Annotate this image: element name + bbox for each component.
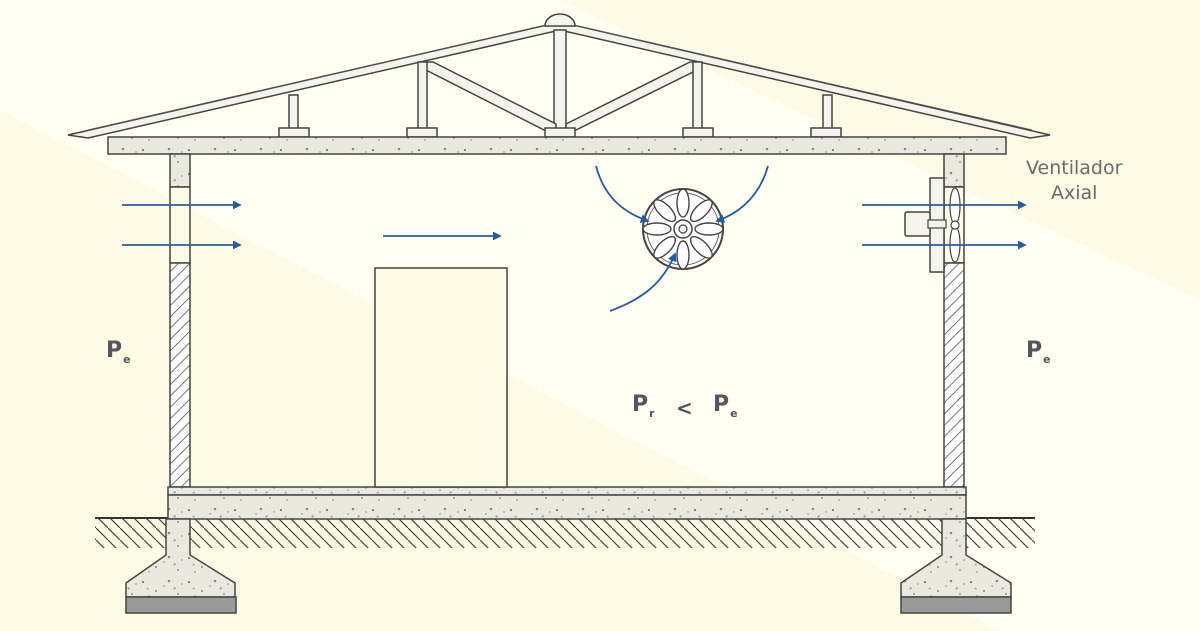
pressure-external-center: Pe <box>713 392 738 420</box>
pressure-room: Pr <box>632 392 655 420</box>
pressure-subscript: e <box>123 353 131 366</box>
less-than-sign: < <box>676 396 693 420</box>
left-wall <box>169 153 191 488</box>
pressure-letter: P <box>1026 338 1043 363</box>
ground <box>95 517 1035 548</box>
fan-intake-arrow-bottom <box>609 252 677 312</box>
fan-intake-arrow-left <box>595 165 650 223</box>
ceiling-fan-icon <box>642 188 724 270</box>
ceiling-slab <box>107 136 1007 155</box>
pressure-external-right: Pe <box>1026 338 1051 366</box>
pressure-letter: P <box>632 392 649 417</box>
axial-fan-label: Ventilador Axial <box>1026 156 1122 206</box>
airflow-arrows <box>122 165 1027 312</box>
pressure-subscript: r <box>649 407 655 420</box>
pressure-letter: P <box>713 392 730 417</box>
floor-slab <box>167 486 967 520</box>
right-footing <box>900 518 1012 614</box>
roof <box>67 13 1051 139</box>
axial-fan-icon <box>904 177 961 273</box>
axial-fan-label-line2: Axial <box>1050 182 1098 204</box>
door <box>374 267 508 488</box>
left-footing <box>125 518 237 614</box>
fan-intake-arrow-right <box>715 165 769 223</box>
pressure-letter: P <box>106 338 123 363</box>
pressure-subscript: e <box>730 407 738 420</box>
pressure-external-left: Pe <box>106 338 131 366</box>
axial-fan-label-line1: Ventilador <box>1026 157 1123 179</box>
pressure-subscript: e <box>1043 353 1051 366</box>
